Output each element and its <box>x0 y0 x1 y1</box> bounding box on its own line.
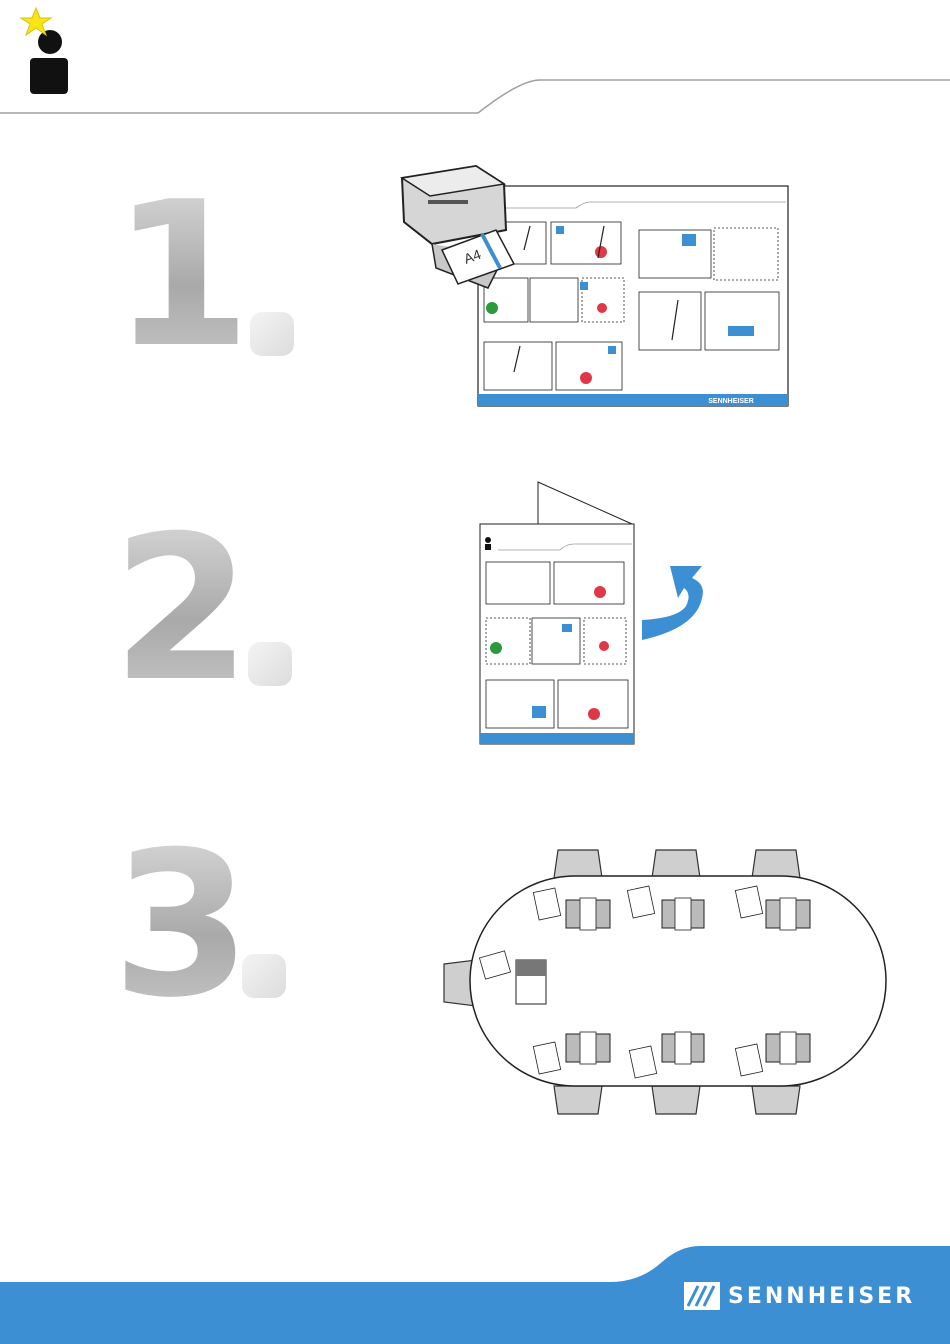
user-star-icon <box>18 6 70 96</box>
printer-icon: A4 <box>402 166 514 288</box>
fold-arrow-icon <box>642 566 703 640</box>
step2-illustration <box>470 480 720 750</box>
step-number-1: 1 <box>112 176 247 376</box>
header-graphic <box>0 0 950 120</box>
step-number-3: 3 <box>112 826 247 1026</box>
step-dot-2 <box>248 642 292 686</box>
step-dot-3 <box>242 954 286 998</box>
footer-brand: SENNHEISER <box>728 1284 915 1310</box>
quickguide-sheet: SENNHEISER <box>478 186 788 406</box>
step-dot-1 <box>250 312 294 356</box>
sheet-brand: SENNHEISER <box>708 398 754 405</box>
sennheiser-logo-icon <box>684 1282 720 1310</box>
header-rule <box>0 80 950 113</box>
step1-illustration: SENNHEISER A4 <box>396 160 796 410</box>
step-number-2: 2 <box>112 510 247 710</box>
step3-illustration <box>436 842 896 1124</box>
